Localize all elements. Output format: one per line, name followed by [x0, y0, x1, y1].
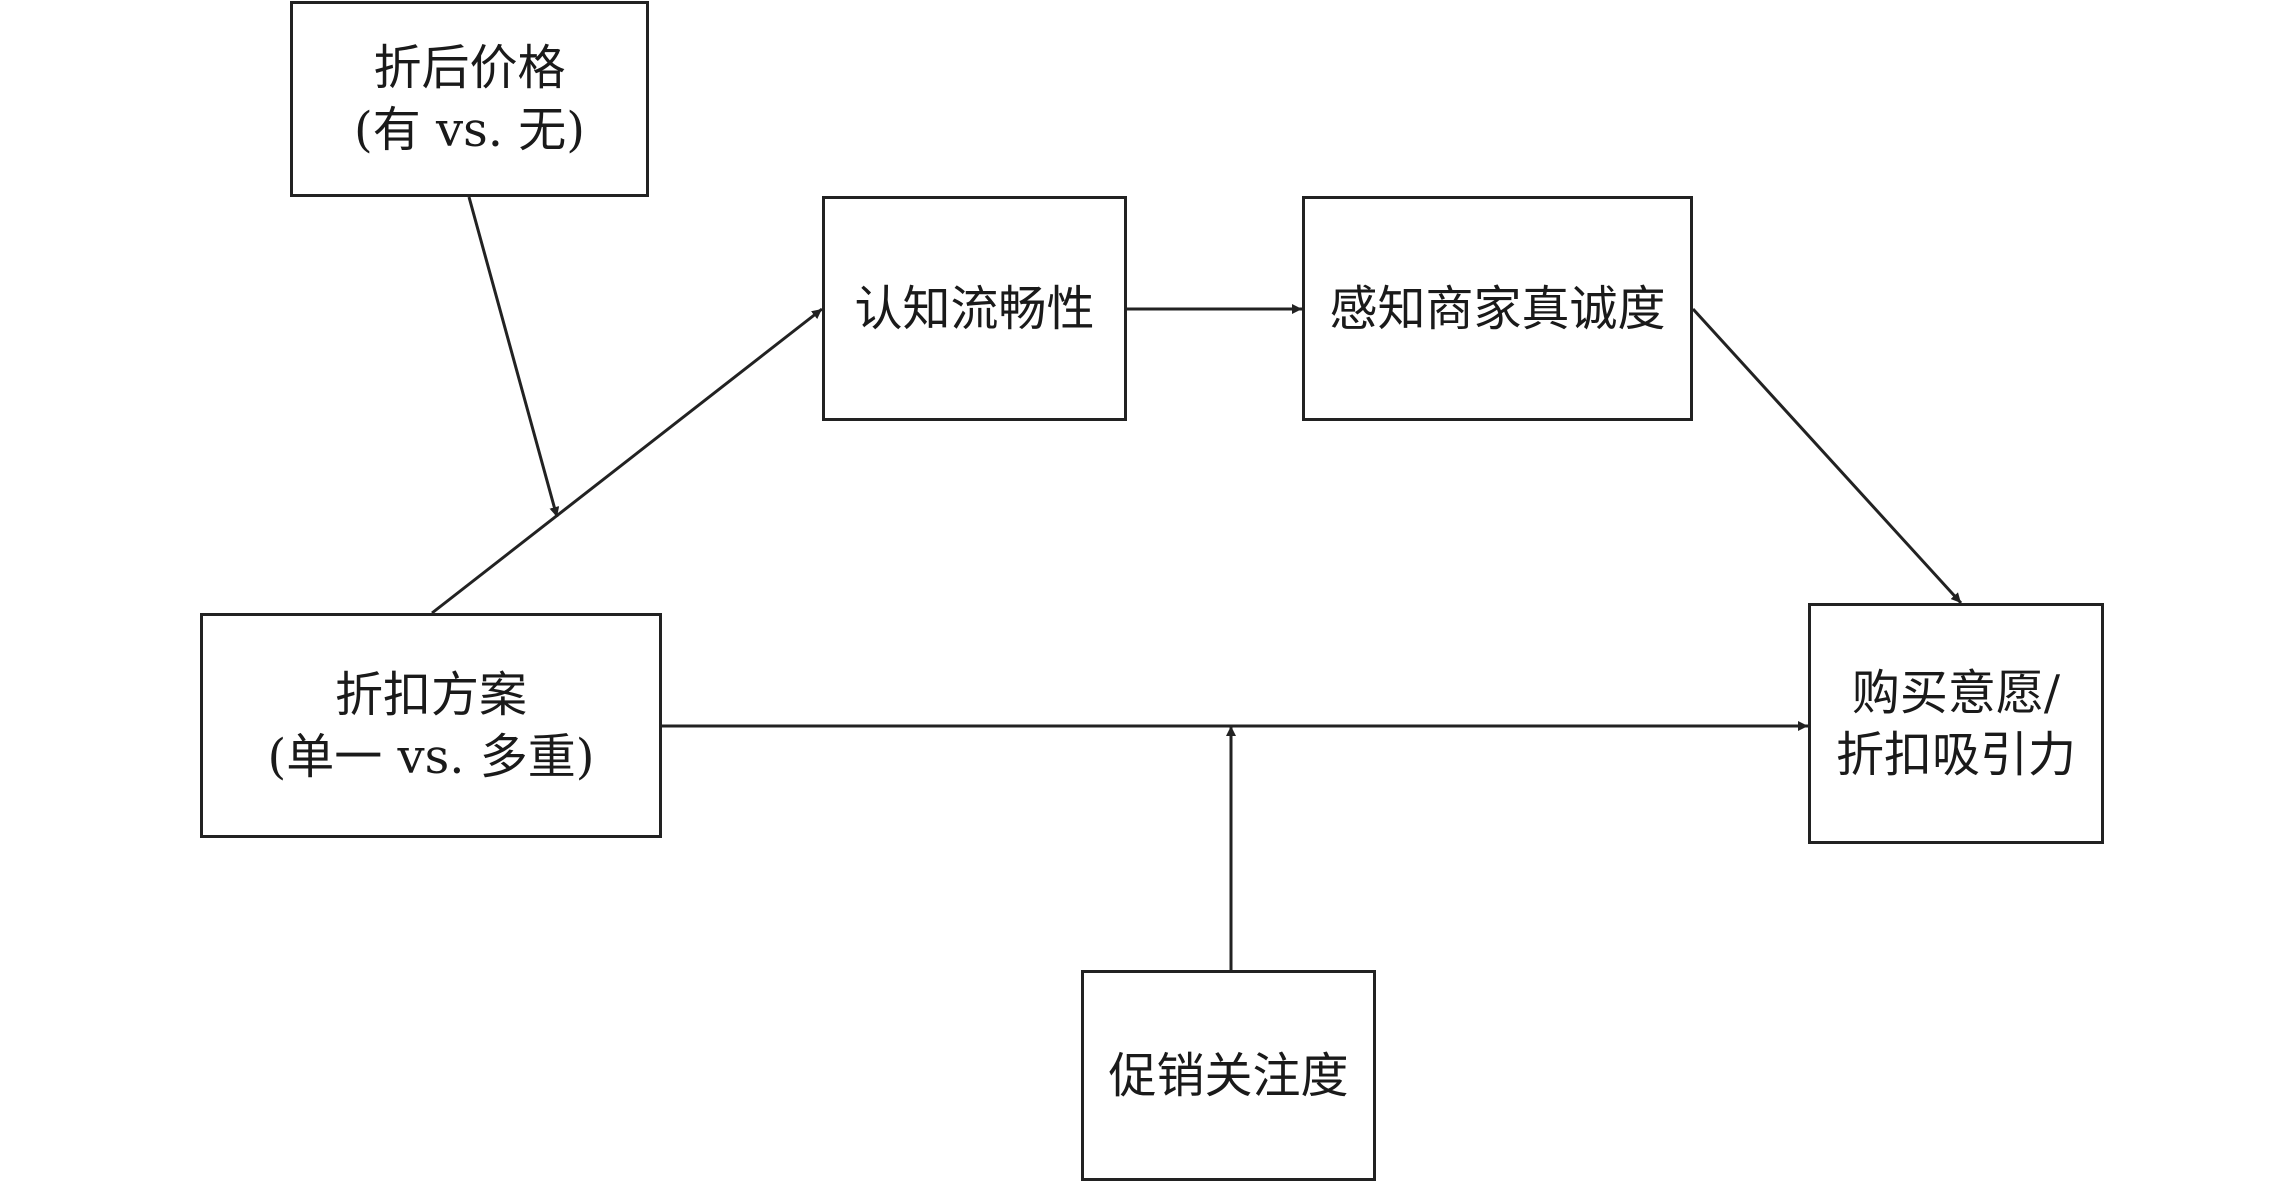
node-sublabel: (有 vs. 无): [354, 102, 585, 158]
node-label: 折扣方案: [334, 666, 527, 723]
node-label: 折后价格: [373, 40, 566, 96]
arrow-price-moderation: [467, 196, 560, 518]
node-promotion-attention: 促销关注度: [1081, 970, 1376, 1181]
node-sublabel: (单一 vs. 多重): [267, 728, 595, 785]
node-cognitive-fluency: 认知流畅性: [822, 196, 1127, 421]
arrow-scheme-to-fluency: [431, 307, 823, 615]
node-discount-scheme: 折扣方案 (单一 vs. 多重): [200, 613, 662, 838]
node-perceived-sincerity: 感知商家真诚度: [1302, 196, 1693, 421]
node-sublabel: 折扣吸引力: [1835, 726, 2076, 783]
node-label: 促销关注度: [1108, 1047, 1349, 1104]
node-discounted-price: 折后价格 (有 vs. 无): [290, 1, 649, 197]
node-label: 感知商家真诚度: [1329, 280, 1666, 337]
arrow-sincere-to-purchase: [1691, 307, 1963, 605]
node-purchase-intention: 购买意愿/ 折扣吸引力: [1808, 603, 2104, 844]
node-label: 购买意愿/: [1851, 664, 2061, 721]
node-label: 认知流畅性: [854, 280, 1095, 337]
